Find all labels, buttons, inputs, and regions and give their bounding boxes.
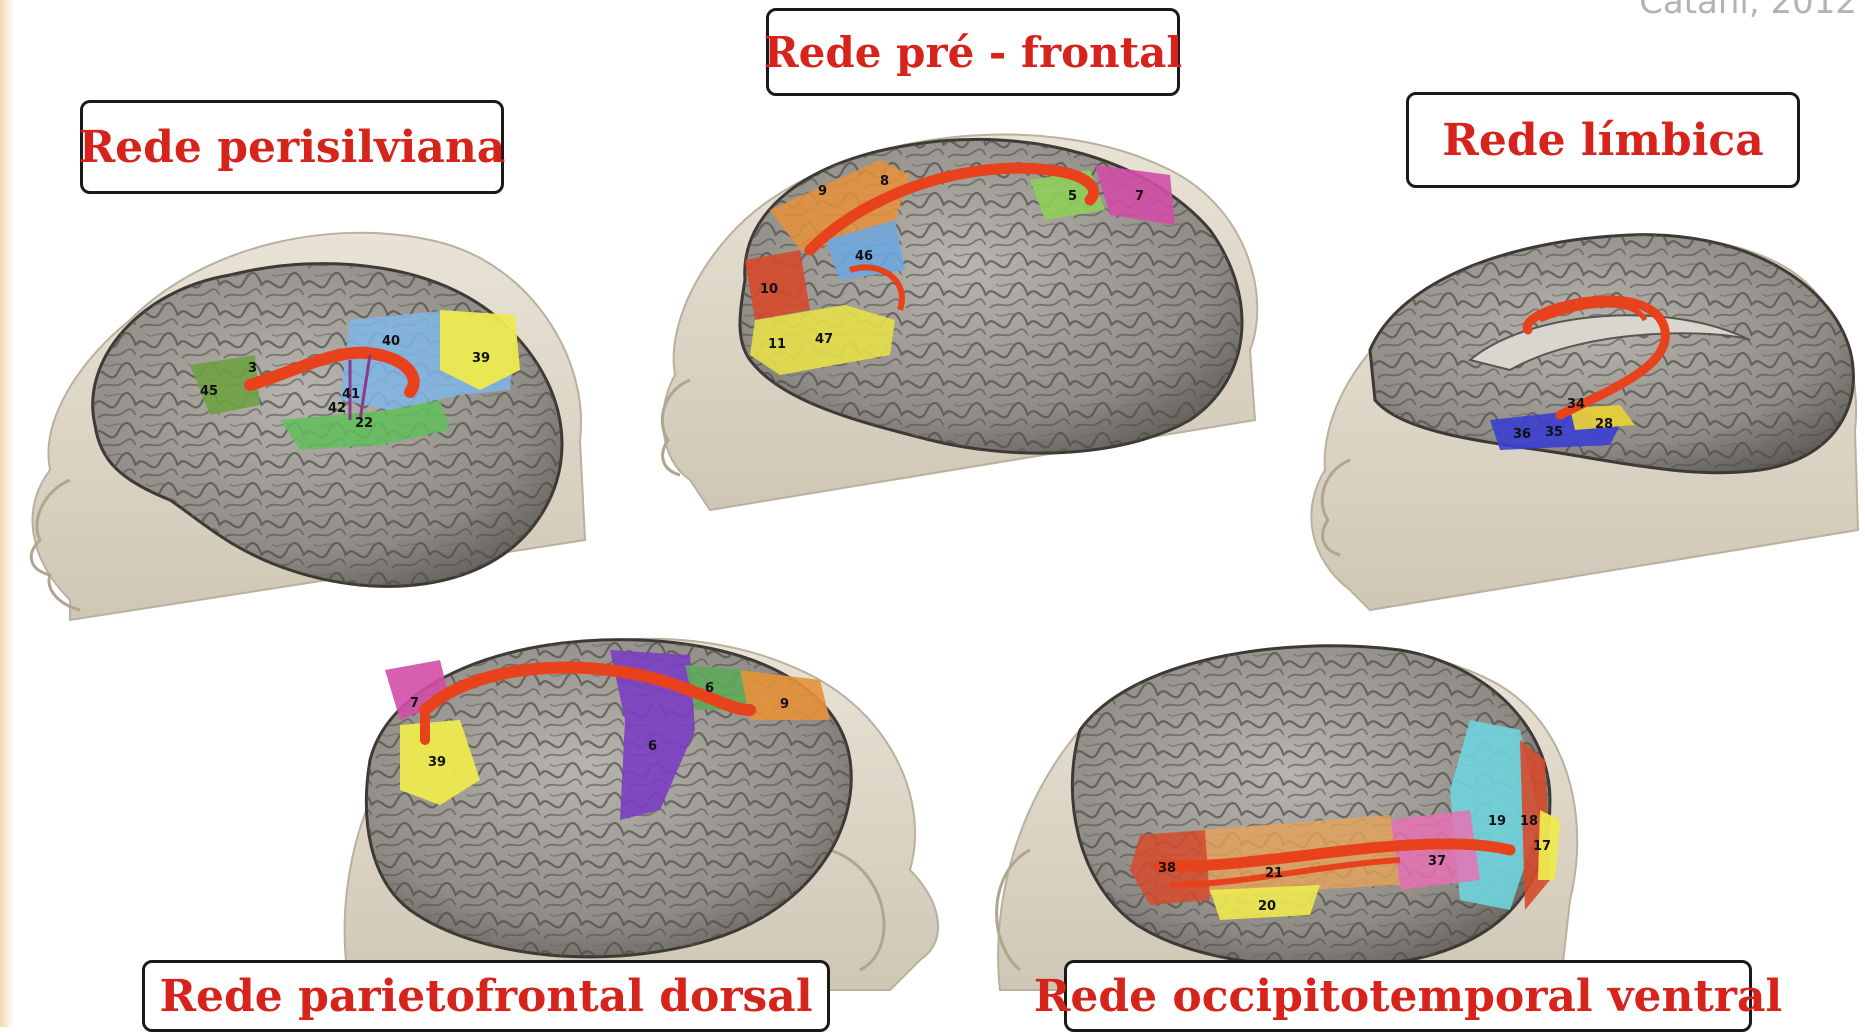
area-number-label: 20 [1258,899,1276,914]
area-number-label: 3 [248,361,257,376]
citation-text: Catani, 2012 [1639,0,1857,22]
area-number-label: 11 [768,337,786,352]
area-number-label: 7 [410,696,419,711]
perisylvian-network-panel: 45 3 40 39 41 42 22 [10,180,610,620]
area-number-label: 34 [1567,397,1585,412]
area-number-label: 40 [382,334,400,349]
limbic-network-label: Rede límbica [1406,92,1800,188]
dorsal-network-label: Rede parietofrontal dorsal [142,960,830,1032]
area-number-label: 47 [815,332,833,347]
limbic-network-panel: 34 36 35 28 [1290,200,1860,620]
dorsal-brain-illustration: 7 39 6 9 6 [330,610,950,990]
area-number-label: 18 [1520,814,1538,829]
ventral-brain-illustration: 19 18 17 38 21 37 20 [990,620,1590,990]
area-number-label: 6 [648,739,657,754]
area-number-label: 5 [1068,189,1077,204]
area-number-label: 36 [1513,427,1531,442]
area-number-label: 45 [200,384,218,399]
area-number-label: 6 [705,681,714,696]
area-number-label: 37 [1428,854,1446,869]
area-number-label: 38 [1158,861,1176,876]
area-number-label: 35 [1545,425,1563,440]
area-number-label: 46 [855,249,873,264]
perisylvian-brain-illustration: 45 3 40 39 41 42 22 [10,180,610,620]
prefrontal-network-label: Rede pré - frontal [766,8,1180,96]
area-number-label: 28 [1595,417,1613,432]
ventral-network-panel: 19 18 17 38 21 37 20 [990,620,1590,990]
perisylvian-network-label: Rede perisilviana [80,100,504,194]
area-number-label: 17 [1533,839,1551,854]
area-number-label: 22 [355,416,373,431]
area-number-label: 42 [328,401,346,416]
area-number-label: 9 [818,184,827,199]
area-number-label: 9 [780,697,789,712]
area-number-label: 7 [1135,189,1144,204]
prefrontal-network-panel: 8 9 46 10 11 47 5 7 [650,100,1270,520]
dorsal-network-panel: 7 39 6 9 6 [330,610,950,990]
area-number-label: 41 [342,387,360,402]
area-number-label: 10 [760,282,778,297]
area-number-label: 19 [1488,814,1506,829]
area-number-label: 39 [428,755,446,770]
area-number-label: 8 [880,174,889,189]
limbic-brain-illustration: 34 36 35 28 [1290,200,1860,620]
area-number-label: 21 [1265,866,1283,881]
prefrontal-brain-illustration: 8 9 46 10 11 47 5 7 [650,100,1270,520]
area-number-label: 39 [472,351,490,366]
ventral-network-label: Rede occipitotemporal ventral [1064,960,1752,1032]
